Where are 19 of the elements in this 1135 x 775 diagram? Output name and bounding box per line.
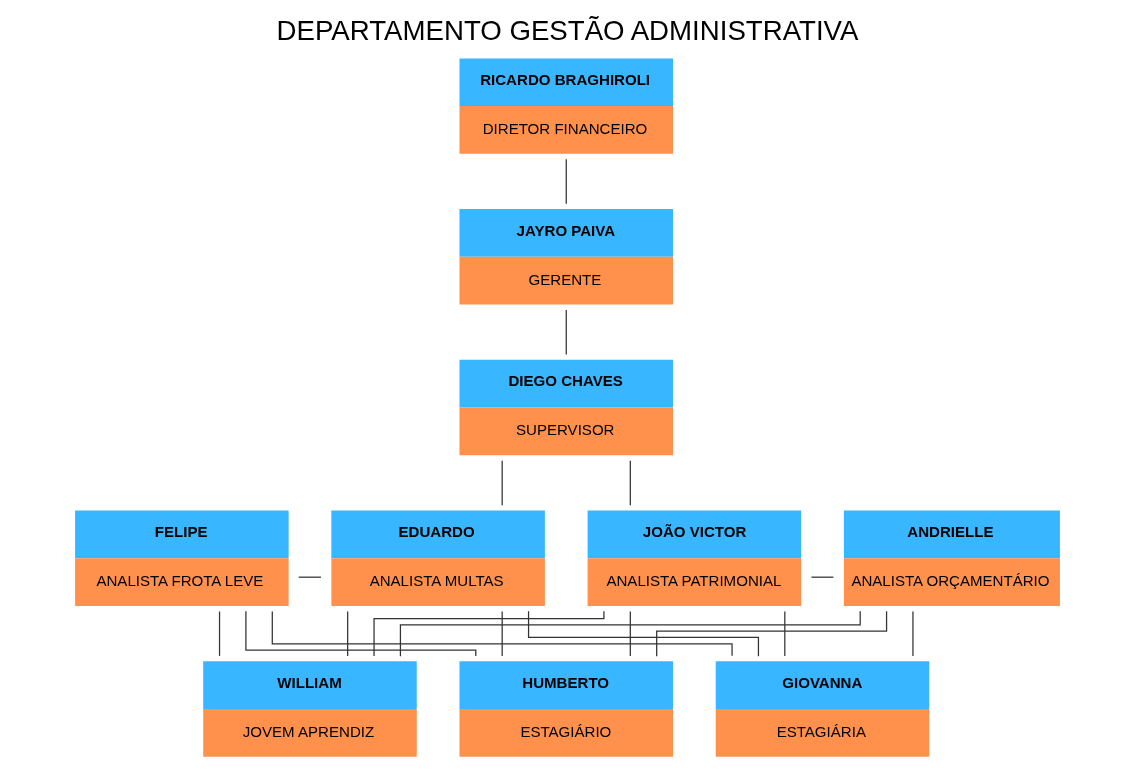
connector [810,576,835,578]
diagram-title: DEPARTAMENTO GESTÃO ADMINISTRATIVA [276,15,859,47]
connector [501,610,503,657]
connector [565,309,567,356]
connector [912,610,914,657]
connector [565,158,567,205]
connector [501,460,503,506]
connector [347,610,349,657]
connector [784,610,786,657]
connector [399,610,861,657]
connector [245,610,477,657]
connector [656,610,888,657]
connector [629,460,631,506]
connector [298,576,322,578]
connector [629,610,631,657]
connector [373,610,605,657]
connector [271,610,733,657]
connector [218,610,221,657]
connector [527,610,760,657]
